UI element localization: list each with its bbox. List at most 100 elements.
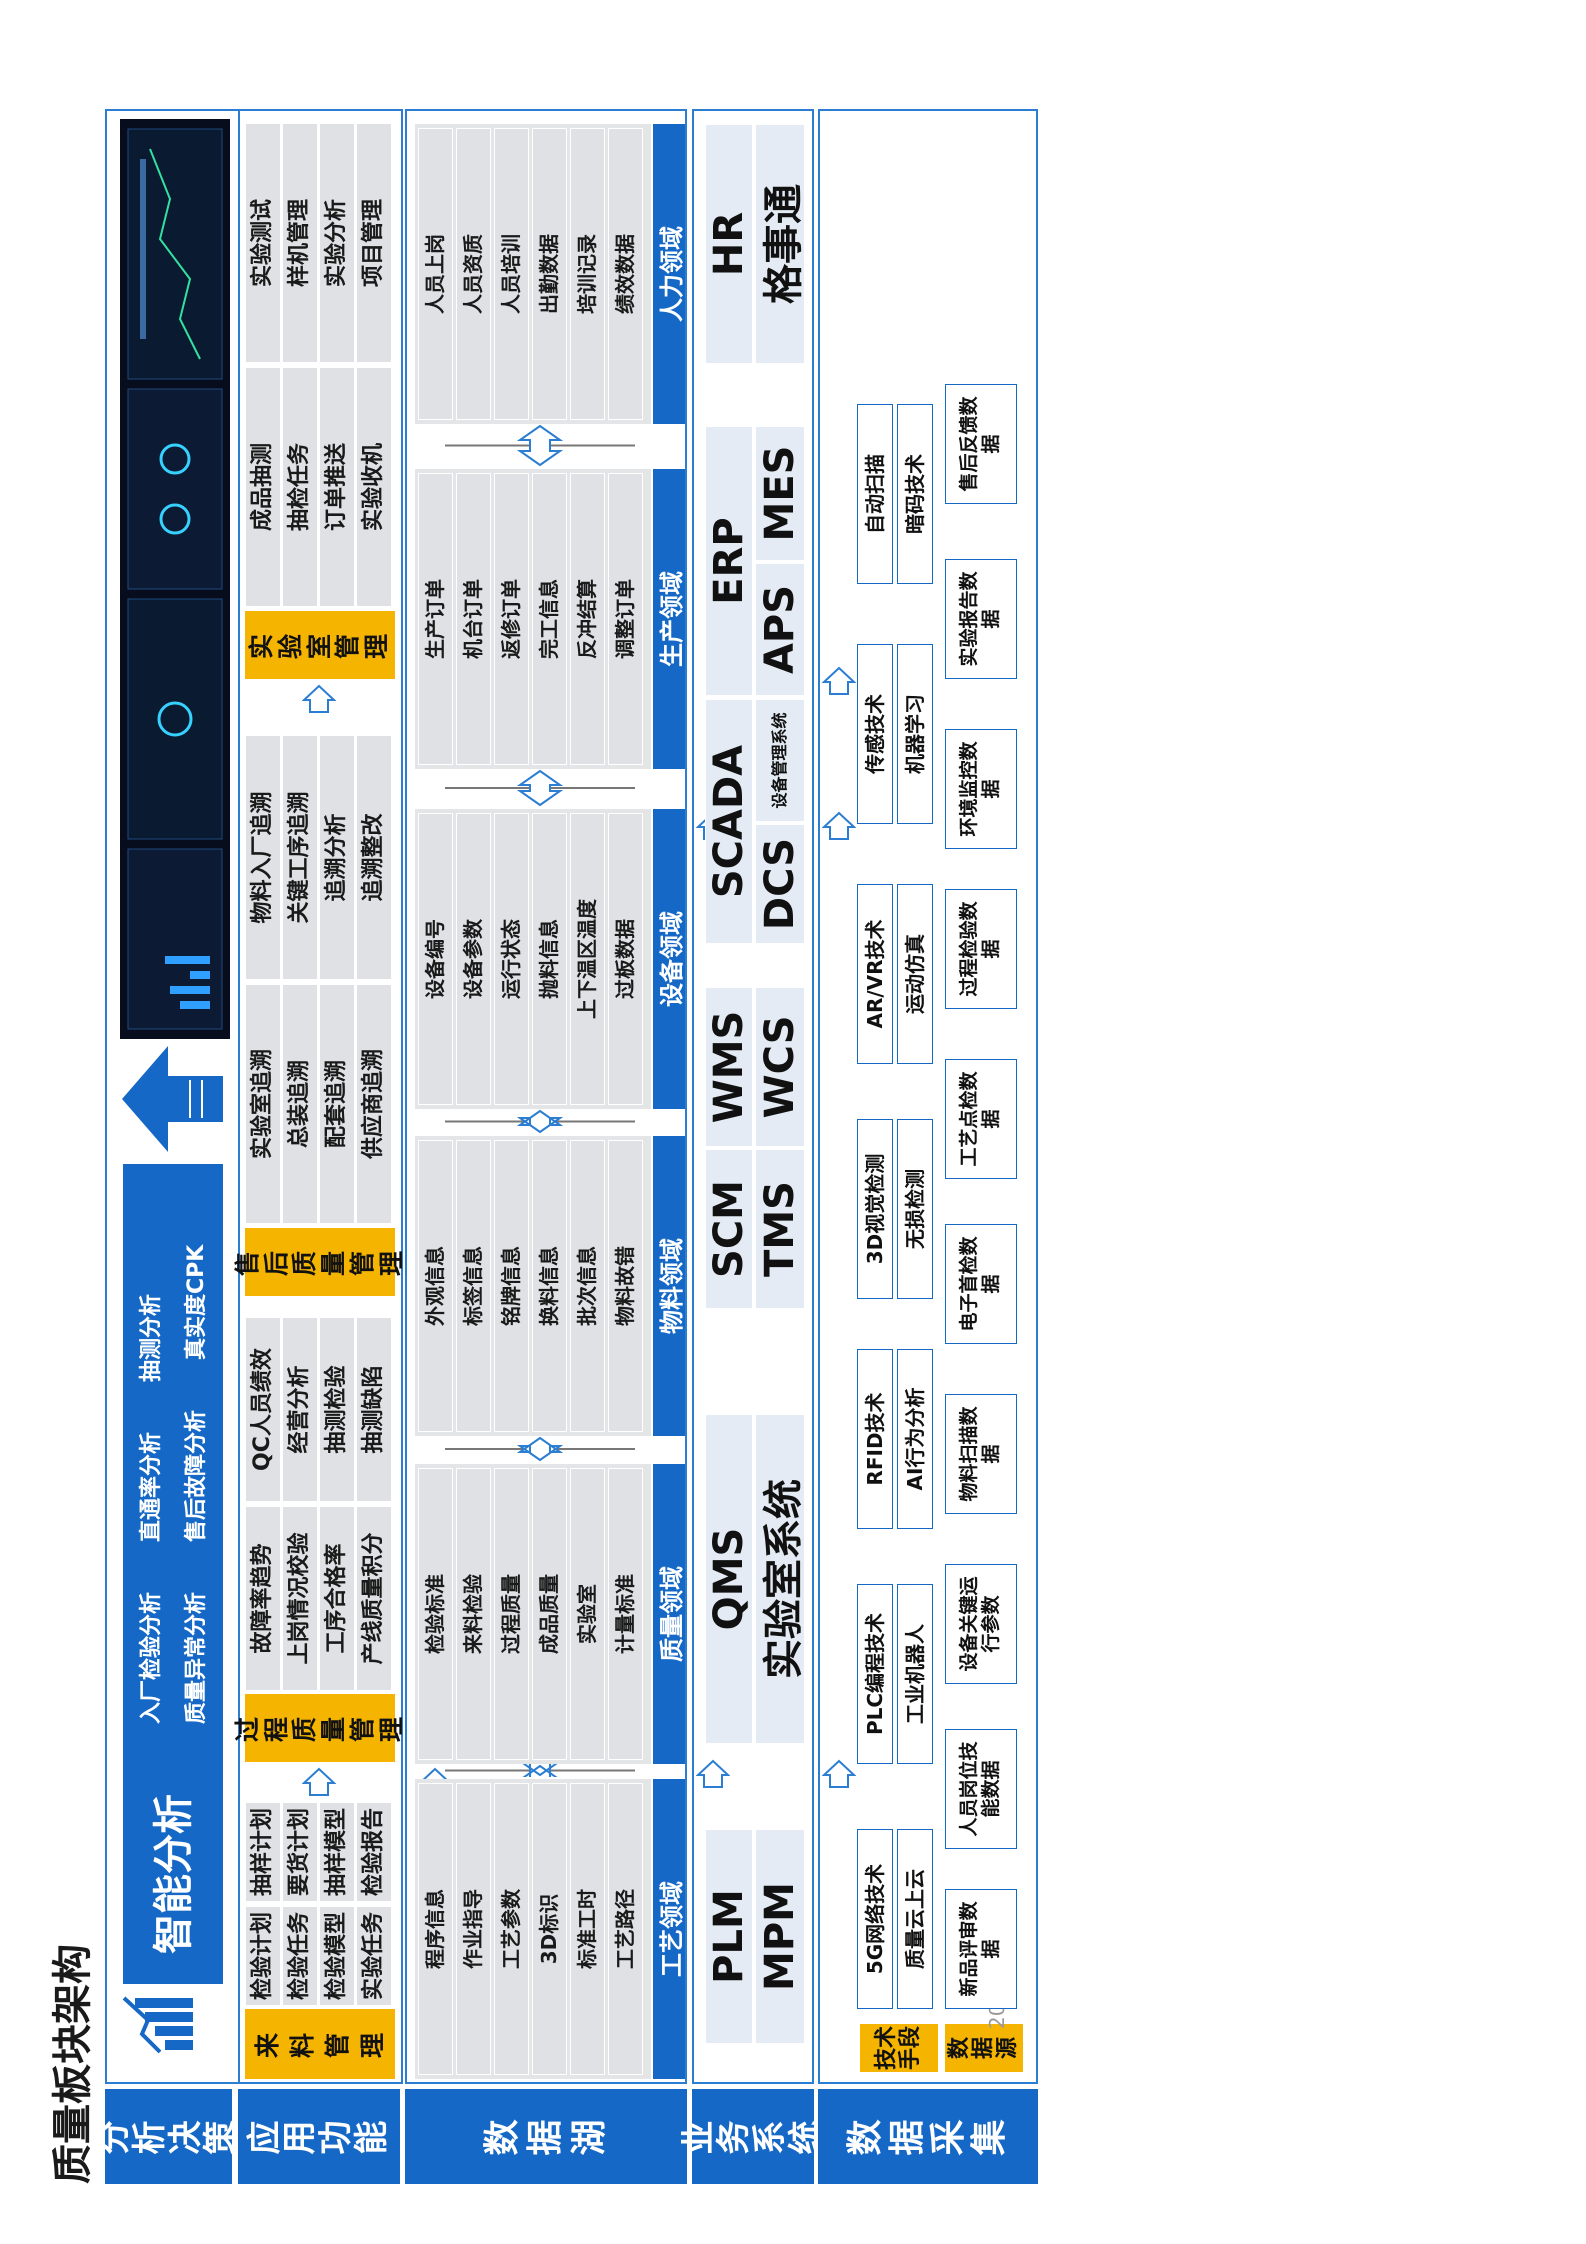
analysis-item: 质量异常分析 [184, 1591, 209, 1724]
datalake-item: 运行状态 [494, 813, 529, 1105]
chart-growth-icon [120, 1994, 195, 2054]
analysis-item: 直通率分析 [139, 1431, 164, 1542]
datalake-item: 检验标准 [418, 1468, 453, 1760]
app-function-item: 经营分析 [282, 1317, 318, 1502]
app-function-item: 检验计划 [245, 1906, 281, 2006]
app-function-item: 关键工序追溯 [282, 735, 318, 980]
app-function-item: 工序合格率 [319, 1506, 355, 1691]
tech-item: AR/VR技术 [857, 884, 893, 1064]
app-function-item: 实验分析 [319, 123, 355, 363]
app-function-item: 要货计划 [282, 1802, 318, 1902]
tech-item: 5G网络技术 [857, 1829, 893, 2009]
bidirectional-arrow-icon [445, 769, 635, 807]
datalake-item: 过板数据 [608, 813, 643, 1105]
right-arrow-icon [822, 811, 856, 841]
datalake-item: 反冲结算 [570, 473, 605, 765]
data-source-item: 新品评审数据 [945, 1889, 1017, 2009]
app-function-item: 产线质量积分 [356, 1506, 392, 1691]
app-function-item: 故障率趋势 [245, 1506, 281, 1691]
app-group-aftersales: 实验室追溯物料入厂追溯总装追溯关键工序追溯配套追溯追溯分析供应商追溯追溯整改 [245, 724, 395, 1224]
tech-item: 无损检测 [897, 1119, 933, 1299]
row-label-analysis: 分析决策 [94, 2089, 241, 2184]
app-function-item: 成品抽测 [245, 367, 281, 607]
system-wcs: WCS [755, 987, 805, 1147]
app-function-item: 订单推送 [319, 367, 355, 607]
bidirectional-arrow-icon [445, 424, 635, 467]
tech-item: 工业机器人 [897, 1584, 933, 1764]
domain-label: 生产领域 [653, 469, 686, 769]
app-function-item: 抽测检验 [319, 1317, 355, 1502]
datalake-item: 完工信息 [532, 473, 567, 765]
app-function-item: 抽样模型 [319, 1802, 355, 1902]
datalake-item: 上下温区温度 [570, 813, 605, 1105]
tech-item: 3D视觉检测 [857, 1119, 893, 1299]
datalake-item: 标签信息 [456, 1140, 491, 1432]
system-scada: SCADA [705, 699, 753, 944]
bidirectional-arrow-icon [445, 1109, 635, 1134]
row-label-business: 业务系统 [679, 2089, 826, 2184]
app-function-item: 项目管理 [356, 123, 392, 363]
app-function-item: 供应商追溯 [356, 984, 392, 1224]
data-source-item: 环境监控数据 [945, 729, 1017, 849]
system-erp: ERP [705, 426, 753, 696]
datalake-item: 生产订单 [418, 473, 453, 765]
tech-item: 机器学习 [897, 644, 933, 824]
domain-label: 物料领域 [653, 1136, 686, 1436]
datalake-item: 来料检验 [456, 1468, 491, 1760]
domain-label: 设备领域 [653, 809, 686, 1109]
datalake-item: 物料故错 [608, 1140, 643, 1432]
system-equipment: 设备管理系统 [755, 699, 805, 822]
right-arrow-icon [302, 1767, 336, 1797]
datalake-item: 出勤数据 [532, 128, 567, 420]
right-arrow-icon [696, 1759, 730, 1789]
system-mpm: MPM [755, 1829, 805, 2044]
datalake-item: 换料信息 [532, 1140, 567, 1432]
right-arrow-icon [822, 1759, 856, 1789]
app-function-item: 抽检任务 [282, 367, 318, 607]
datalake-item: 铭牌信息 [494, 1140, 529, 1432]
app-function-item: 物料入厂追溯 [245, 735, 281, 980]
datalake-item: 批次信息 [570, 1140, 605, 1432]
datalake-item: 抛料信息 [532, 813, 567, 1105]
analysis-items-row2: 质量异常分析 售后故障分析 真实度CPK [178, 1245, 210, 1724]
bidirectional-arrow-icon [445, 1760, 635, 1781]
datalake-item: 3D标识 [532, 1783, 567, 2075]
app-function-item: 追溯分析 [319, 735, 355, 980]
analysis-item: 入厂检验分析 [139, 1591, 164, 1724]
app-function-item: 检验任务 [282, 1906, 318, 2006]
app-function-item: 实验任务 [356, 1906, 392, 2006]
analysis-heading: 智能分析 [151, 1794, 197, 1954]
data-source-item: 实验报告数据 [945, 559, 1017, 679]
system-qms: QMS [705, 1414, 753, 1744]
datalake-item: 工艺路径 [608, 1783, 643, 2075]
datalake-item: 返修订单 [494, 473, 529, 765]
data-source-item: 工艺点检数据 [945, 1059, 1017, 1179]
app-function-item: 上岗情况校验 [282, 1506, 318, 1691]
datalake-item: 培训记录 [570, 128, 605, 420]
app-group-incoming: 检验计划抽样计划检验任务要货计划检验模型抽样模型实验任务检验报告 [245, 1801, 395, 2006]
datalake-item: 外观信息 [418, 1140, 453, 1432]
domain-label: 人力领域 [653, 124, 686, 424]
data-source-item: 电子首检数据 [945, 1224, 1017, 1344]
datalake-item: 工艺参数 [494, 1783, 529, 2075]
tech-item: 自动扫描 [857, 404, 893, 584]
group-label: 售后质量管理 [233, 1228, 406, 1296]
app-function-item: 配套追溯 [319, 984, 355, 1224]
page-title: 质量板块架构 [50, 1944, 96, 2184]
right-arrow-icon [302, 684, 336, 714]
datalake-item: 程序信息 [418, 1783, 453, 2075]
datalake-item: 设备参数 [456, 813, 491, 1105]
app-function-item: 总装追溯 [282, 984, 318, 1224]
system-tms: TMS [755, 1149, 805, 1309]
app-function-item: QC人员绩效 [245, 1317, 281, 1502]
system-plm: PLM [705, 1829, 753, 2044]
domain-label: 质量领域 [653, 1464, 686, 1764]
data-source-item: 过程检验数据 [945, 889, 1017, 1009]
row-label-application: 应用功能 [238, 2089, 400, 2184]
app-function-item: 抽样计划 [245, 1802, 281, 1902]
group-label: 实验室管理 [245, 611, 395, 679]
up-arrow-icon [120, 1044, 225, 1154]
app-function-item: 抽测缺陷 [356, 1317, 392, 1502]
datalake-item: 绩效数据 [608, 128, 643, 420]
